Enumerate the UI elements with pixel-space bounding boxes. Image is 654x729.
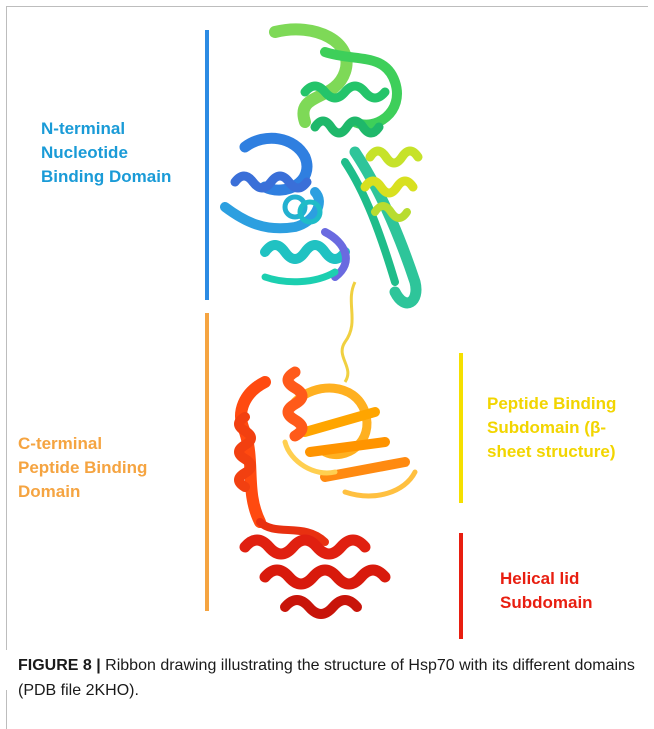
n-terminal-label: N-terminal Nucleotide Binding Domain: [41, 117, 171, 189]
ribbon-red-lid: [245, 540, 385, 614]
caption-rule: [6, 690, 7, 729]
peptide-subdomain-label: Peptide Binding Subdomain (β- sheet stru…: [487, 392, 616, 464]
ribbon-red-helix: [239, 372, 325, 542]
ribbon-orange-region: [285, 388, 415, 496]
figure-caption: FIGURE 8 | Ribbon drawing illustrating t…: [18, 653, 638, 703]
c-terminal-label: C-terminal Peptide Binding Domain: [18, 432, 147, 504]
ribbon-blue-region: [225, 138, 346, 281]
ribbon-linker: [342, 282, 355, 382]
caption-text: Ribbon drawing illustrating the structur…: [18, 657, 635, 699]
peptide-subdomain-bar: [459, 353, 463, 503]
protein-ribbon-image: [205, 22, 435, 642]
figure-label: FIGURE 8 |: [18, 657, 101, 674]
helical-lid-bar: [459, 533, 463, 639]
helical-lid-label: Helical lid Subdomain: [500, 567, 593, 615]
